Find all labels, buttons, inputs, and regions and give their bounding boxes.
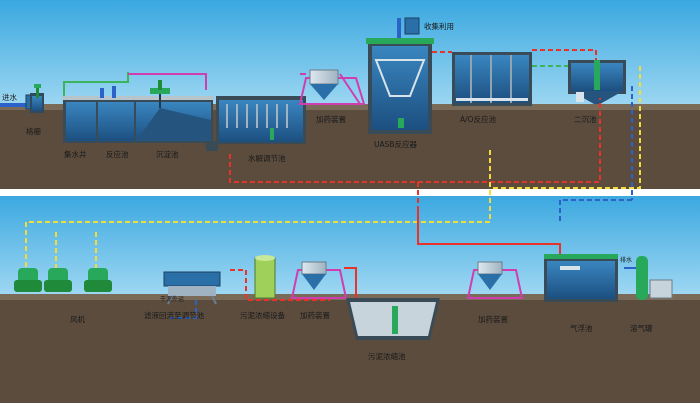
label-filter-backwash: 滤液回流至调节池 — [144, 311, 204, 320]
label-sludge-thickening-equipment: 污泥浓缩设备 — [240, 311, 285, 320]
label-sedimentation-tank: 沉淀池 — [156, 150, 179, 159]
mixer-icon — [150, 80, 170, 108]
pipe-green — [63, 72, 129, 96]
bottom-ground — [0, 298, 700, 403]
uasb-reactor — [366, 17, 434, 134]
filter-press — [163, 271, 221, 305]
label-collection-use: 收集利用 — [424, 22, 454, 31]
label-dry-sludge-out: 干泥外运 — [160, 296, 185, 303]
bottom-pipes — [25, 199, 632, 319]
dosing-unit-1 — [298, 69, 366, 105]
hydrolysis-tank — [206, 96, 306, 151]
pipe-blue-filtrate — [170, 300, 197, 319]
pipe-blue-flotation — [559, 199, 632, 222]
label-dosing-2: 加药装置 — [300, 311, 330, 320]
label-blower: 风机 — [70, 315, 85, 324]
pipe-red-dosing — [344, 267, 357, 300]
sludge-thickening-tank — [346, 298, 440, 340]
pipe-yellow-return — [490, 66, 641, 189]
pipe-magenta — [128, 73, 207, 90]
label-inlet: 进水 — [2, 93, 17, 102]
blower-3 — [84, 268, 112, 292]
blower-1 — [14, 268, 42, 292]
dissolved-air-tank — [624, 256, 673, 300]
top-pipes — [63, 49, 641, 222]
label-secondary-clarifier: 二沉池 — [574, 115, 597, 124]
blower-2 — [44, 268, 72, 292]
pipe-red-ao — [532, 49, 597, 60]
blowers — [14, 268, 112, 292]
label-dosing-1: 加药装置 — [316, 115, 346, 124]
pipe-yellow-blower — [25, 221, 490, 268]
pipe-red-thickening — [230, 269, 330, 301]
label-hydrolysis-tank: 水解调节池 — [248, 154, 286, 163]
sludge-thickening-equipment — [254, 255, 276, 299]
ao-tank — [452, 52, 532, 106]
label-collection-well: 集水井 — [64, 150, 87, 159]
label-discharge: 排水 — [620, 257, 633, 264]
label-dissolved-air-tank: 溶气罐 — [630, 324, 653, 333]
label-grille: 格栅 — [26, 127, 41, 136]
secondary-clarifier — [568, 60, 626, 104]
bottom-panel — [0, 195, 700, 403]
pipe-red-main — [229, 98, 601, 183]
label-dosing-3: 加药装置 — [478, 315, 508, 324]
label-air-flotation-tank: 气浮池 — [570, 324, 593, 333]
label-reaction-tank: 反应池 — [106, 150, 129, 159]
label-ao-tank: A/O反应池 — [460, 115, 497, 124]
front-tanks — [62, 80, 214, 143]
grille-unit — [30, 84, 44, 113]
pipe-red-sludge — [417, 206, 561, 260]
label-uasb: UASB反应器 — [374, 140, 418, 149]
dosing-unit-3 — [466, 261, 524, 299]
air-flotation-tank — [544, 254, 618, 302]
label-sludge-thickening-tank: 污泥浓缩池 — [368, 352, 406, 361]
